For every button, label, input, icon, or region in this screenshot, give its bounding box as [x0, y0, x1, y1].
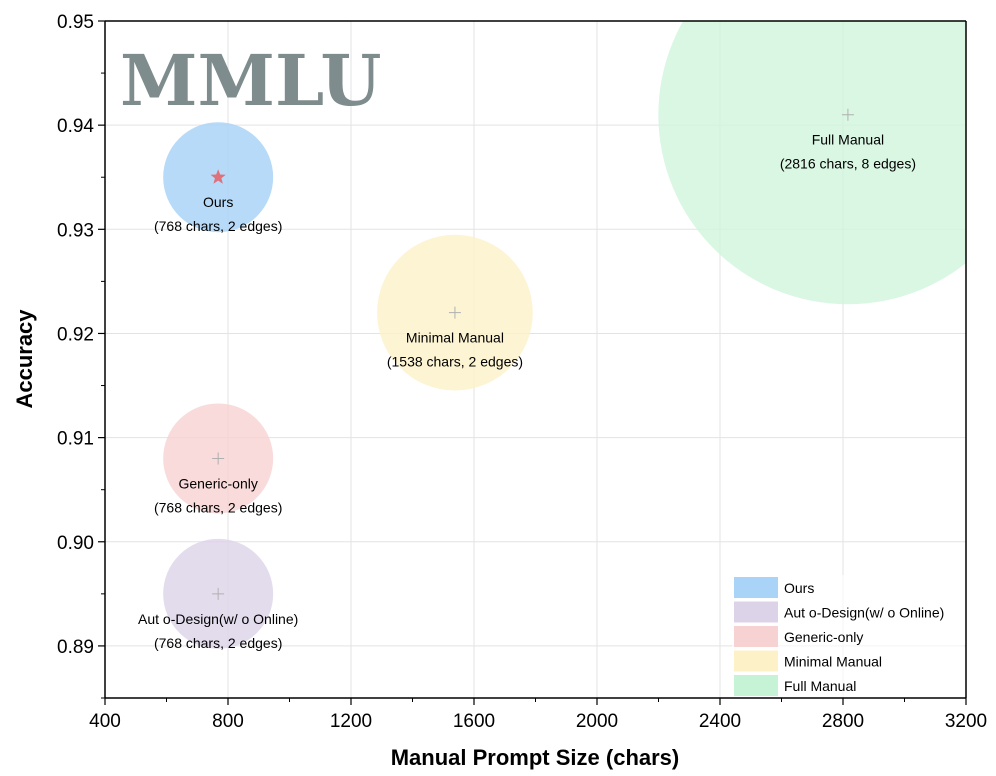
plus-marker: [212, 452, 225, 465]
y-tick-label: 0.95: [57, 12, 94, 33]
legend-label: Minimal Manual: [784, 654, 882, 670]
x-tick-label: 800: [212, 711, 244, 732]
bubble-label: Aut o-Design(w/ o Online): [138, 611, 298, 627]
legend-swatch: [734, 577, 778, 598]
bubble-sublabel: (768 chars, 2 edges): [154, 635, 282, 651]
legend-swatch: [734, 675, 778, 696]
bubble-label: Ours: [203, 194, 233, 210]
bubble-sublabel: (768 chars, 2 edges): [154, 218, 282, 234]
bubble: [658, 21, 966, 305]
y-tick-label: 0.89: [57, 637, 94, 658]
plus-marker: [448, 306, 461, 319]
legend-swatch: [734, 650, 778, 672]
y-axis-title: Accuracy: [12, 309, 37, 409]
legend-label: Aut o-Design(w/ o Online): [784, 605, 944, 621]
x-tick-label: 2000: [576, 711, 618, 732]
x-tick-label: 400: [89, 711, 121, 732]
x-axis-title: Manual Prompt Size (chars): [391, 745, 680, 770]
chart-title: MMLU: [120, 39, 381, 122]
y-tick-label: 0.91: [57, 429, 94, 450]
y-tick-label: 0.90: [57, 533, 94, 554]
bubble-sublabel: (1538 chars, 2 edges): [387, 354, 523, 370]
x-tick-label: 1200: [330, 711, 372, 732]
y-tick-label: 0.92: [57, 324, 94, 345]
legend-label: Ours: [784, 580, 814, 596]
x-tick-label: 2400: [699, 711, 741, 732]
legend-label: Full Manual: [784, 678, 856, 694]
bubble-sublabel: (2816 chars, 8 edges): [780, 156, 916, 172]
legend-swatch: [734, 601, 778, 623]
axes: 400 800 1200 1600 2000 2400 2800 3200 0.89 0.90 0.…: [57, 12, 987, 732]
x-tick-label: 3200: [945, 711, 987, 732]
star-marker: [210, 169, 226, 184]
bubble-label: Minimal Manual: [406, 330, 504, 346]
y-tick-label: 0.94: [57, 116, 94, 137]
x-tick-label: 2800: [822, 711, 864, 732]
x-tick-label: 1600: [453, 711, 495, 732]
plus-marker: [841, 108, 854, 121]
markers-layer: [210, 108, 854, 600]
bubble-label: Full Manual: [812, 132, 884, 148]
bubble-sublabel: (768 chars, 2 edges): [154, 499, 282, 515]
bubble-label: Generic-only: [178, 475, 257, 491]
legend-swatch: [734, 626, 778, 647]
bubble-labels: Ours (768 chars, 2 edges) Aut o-Design(w/ …: [138, 132, 916, 651]
y-tick-label: 0.93: [57, 220, 94, 241]
plus-marker: [212, 587, 225, 600]
legend-label: Generic-only: [784, 629, 863, 645]
